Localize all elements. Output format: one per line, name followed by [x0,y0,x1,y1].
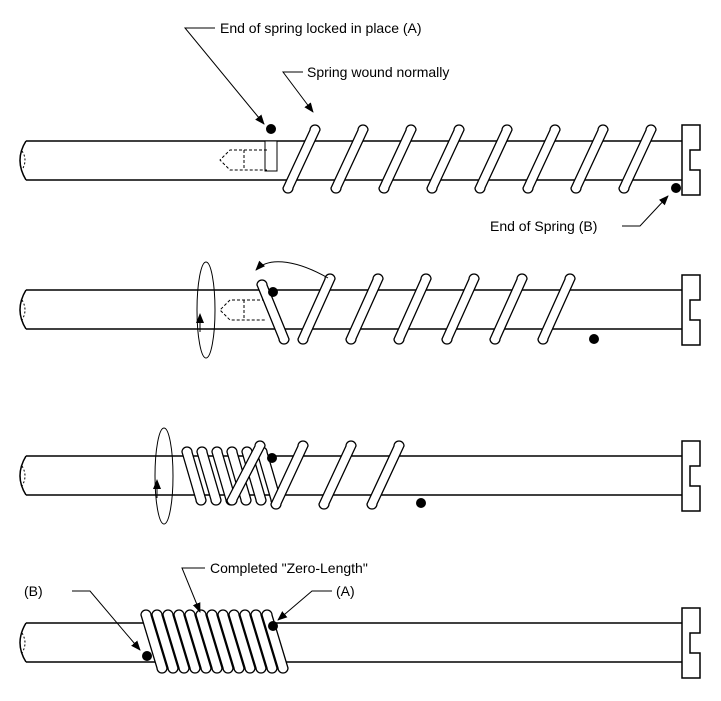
spring-coil [250,609,278,674]
rotation-arrow [196,261,216,359]
wind-arrow [255,260,329,279]
spring-coil [297,273,336,345]
spring-coil [489,273,528,345]
spring-coil [239,609,267,674]
spring-coil [151,609,179,674]
rod [19,607,701,679]
spring-coil [474,124,513,194]
spring-coil [270,440,309,510]
spring-end-a [268,287,278,297]
spring-coils [282,124,657,194]
label-a: (A) [336,583,355,599]
spring-end-b [589,334,599,344]
spring-coil [618,124,657,194]
label-completed: Completed "Zero-Length" [210,560,368,576]
stage-4 [19,567,701,679]
spring-coil [162,609,190,674]
spring-coil [206,609,234,674]
plug [219,299,265,321]
spring-coil [330,124,369,194]
spring-coil [378,124,417,194]
stage-3 [19,427,701,525]
label-spring-locked: End of spring locked in place (A) [220,20,422,36]
spring-coil [196,446,222,506]
leader-lines [183,27,669,227]
rotation-arrow [153,427,174,525]
spring-end-a [266,124,276,134]
spring-coil [181,446,207,506]
label-spring-end-b: End of Spring (B) [490,218,597,234]
spring-end-b [416,498,426,508]
spring-coil [173,609,201,674]
spring-coil [366,440,405,510]
spring-end-b [142,651,152,661]
plug [219,140,278,172]
rod [19,440,701,512]
spring-coil [393,273,432,345]
spring-end-a [268,621,278,631]
leader-lines [72,567,332,651]
stage-2 [19,260,701,359]
spring-coil [282,124,321,194]
stage-1 [19,27,701,227]
spring-end-a [267,453,277,463]
spring-coil [184,609,212,674]
spring-coil [217,609,245,674]
spring-coils [256,273,576,345]
spring-coil [318,440,357,510]
spring-coil [228,609,256,674]
spring-coil [256,279,290,345]
spring-coil [537,273,576,345]
spring-coil [441,273,480,345]
spring-end-b [671,183,681,193]
spring-coil [426,124,465,194]
spring-coils [181,440,405,510]
spring-coil [226,440,266,506]
label-spring-wound: Spring wound normally [307,64,449,80]
spring-coil [522,124,561,194]
label-b: (B) [24,583,43,599]
spring-coil [140,609,168,674]
spring-coils [140,609,289,674]
spring-coil [345,273,384,345]
spring-coil [570,124,609,194]
